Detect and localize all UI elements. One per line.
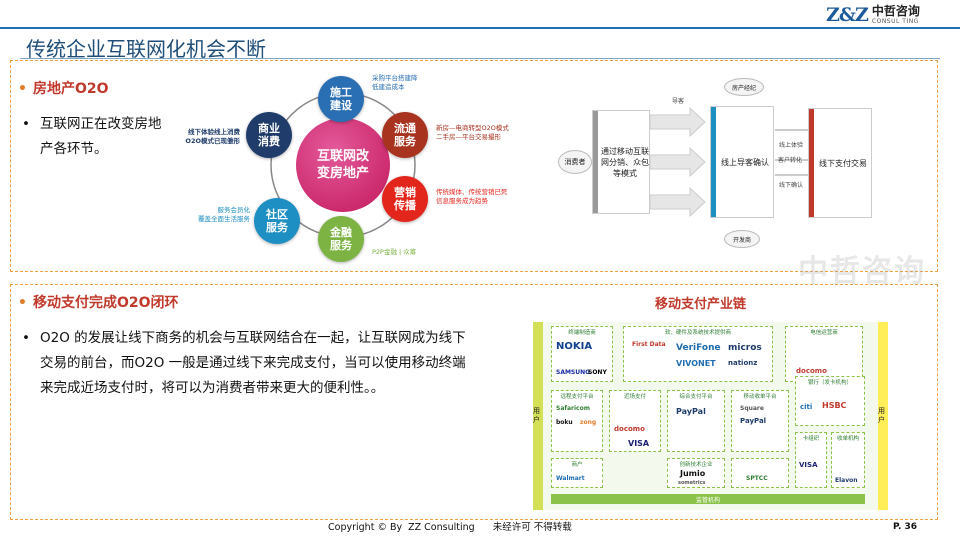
footer-copyright: Copyright © By ZZ Consulting 未经许可 不得转载 (328, 522, 572, 533)
page-number: P. 36 (893, 522, 918, 532)
flow-step-offline-pay: 线下支付交易 (808, 108, 872, 218)
real-estate-cycle-diagram: 互联网改变房地产 施工建设 流通服务 营销传播 金融服务 社区服务 商业消费 采… (168, 66, 538, 266)
note-finance: P2P金融 | 众筹 (372, 248, 417, 256)
company-logo: Z&Z 中哲咨询 CONSUL TING (826, 4, 920, 26)
header-rule (0, 27, 960, 29)
group-combo: 综合支付平台 PayPal (667, 390, 725, 452)
group-acquirer: 收单机构 Elavon (831, 432, 865, 488)
mobile-pay-bullet: •O2O 的发展让线下商务的机会与互联网结合在一起，让互联网成为线下交易的前台，… (22, 326, 476, 401)
note-circulation: 新房—电商转型O2O模式二手房—平台交易撮形 (436, 124, 509, 141)
node-community: 社区服务 (254, 198, 300, 244)
node-finance: 金融服务 (318, 216, 364, 262)
flow-broker: 房产经纪 (724, 78, 764, 96)
group-merchant: 商户 Walmart (551, 458, 603, 488)
flow-step-distribution: 通过移动互联网分销、众包等模式 (592, 110, 650, 214)
heading-bullet-icon: • (18, 295, 27, 311)
mobile-pay-panel (10, 284, 938, 520)
group-terminal: 终端制造商 NOKIA SAMSUNG SONY (551, 326, 613, 382)
page-title: 传统企业互联网化机会不断 (26, 37, 266, 61)
group-sptcc: SPTCC (731, 458, 789, 488)
regulator-bar: 监管机构 (551, 494, 865, 504)
flow-consumer: 消费者 (558, 150, 592, 174)
group-cardorg: 卡组织 VISA (795, 432, 827, 488)
heading-bullet-icon: • (18, 81, 27, 97)
logo-mark: Z&Z (826, 4, 869, 26)
group-remote: 远程支付平台 Safaricom boku zong (551, 390, 603, 452)
logo-cn: 中哲咨询 (871, 4, 920, 18)
flow-developer: 开发商 (724, 230, 760, 248)
group-telecom: 电信运营商 docomo (785, 326, 863, 382)
node-marketing: 营销传播 (382, 176, 428, 222)
chain-user-right: 用户 (878, 322, 888, 510)
chain-title: 移动支付产业链 (655, 297, 747, 312)
flow-arrows (649, 106, 808, 218)
real-estate-panel (10, 60, 938, 272)
flow-tag-client: 客户转化 (778, 157, 803, 164)
real-estate-heading: •房地产O2O (18, 81, 109, 97)
bullet-icon: • (22, 116, 30, 132)
node-construction: 施工建设 (318, 76, 364, 122)
title-underline (20, 58, 940, 59)
flow-tag-online: 线上体验 (779, 142, 804, 149)
note-marketing: 传统媒体、传统营销已死信息服务成为趋势 (436, 188, 508, 205)
flow-tag-offline: 线下确认 (779, 182, 804, 189)
note-construction: 采购平台搭建降低建造成本 (372, 74, 418, 91)
chain-user-left: 用户 (533, 322, 543, 510)
group-softhard: 软、硬件及系统技术提供商 First Data VeriFone micros … (623, 326, 773, 382)
note-community: 服务会员化覆盖全面生活服务 (198, 206, 250, 223)
cycle-center: 互联网改变房地产 (296, 118, 390, 212)
mobile-pay-heading: •移动支付完成O2O闭环 (18, 295, 179, 311)
group-nearfield: 近场支付 docomo VISA (609, 390, 661, 452)
flow-tag-guide: 导客 (672, 98, 685, 105)
real-estate-bullet: •互联网正在改变房地产各环节。 (22, 112, 162, 162)
node-commerce: 商业消费 (246, 112, 292, 158)
group-mobilepay: 移动收单平台 Square PayPal (731, 390, 789, 452)
watermark: 中哲咨询 (798, 254, 926, 289)
flow-step-online-confirm: 线上导客确认 (710, 106, 774, 218)
node-circulation: 流通服务 (382, 112, 428, 158)
real-estate-flow-diagram: 消费者 通过移动互联网分销、众包等模式 导客 线上导客确认 房产经纪 开发商 线… (550, 70, 900, 260)
group-bank: 银行（发卡机构） citi HSBC (795, 376, 865, 426)
payment-industry-chain: 用户 用户 终端制造商 NOKIA SAMSUNG SONY 软、硬件及系统技术… (533, 322, 888, 510)
group-innovation: 创新技术企业 Jumio sometrics (667, 458, 725, 488)
logo-en: CONSUL TING (871, 18, 919, 25)
bullet-icon: • (22, 330, 30, 346)
